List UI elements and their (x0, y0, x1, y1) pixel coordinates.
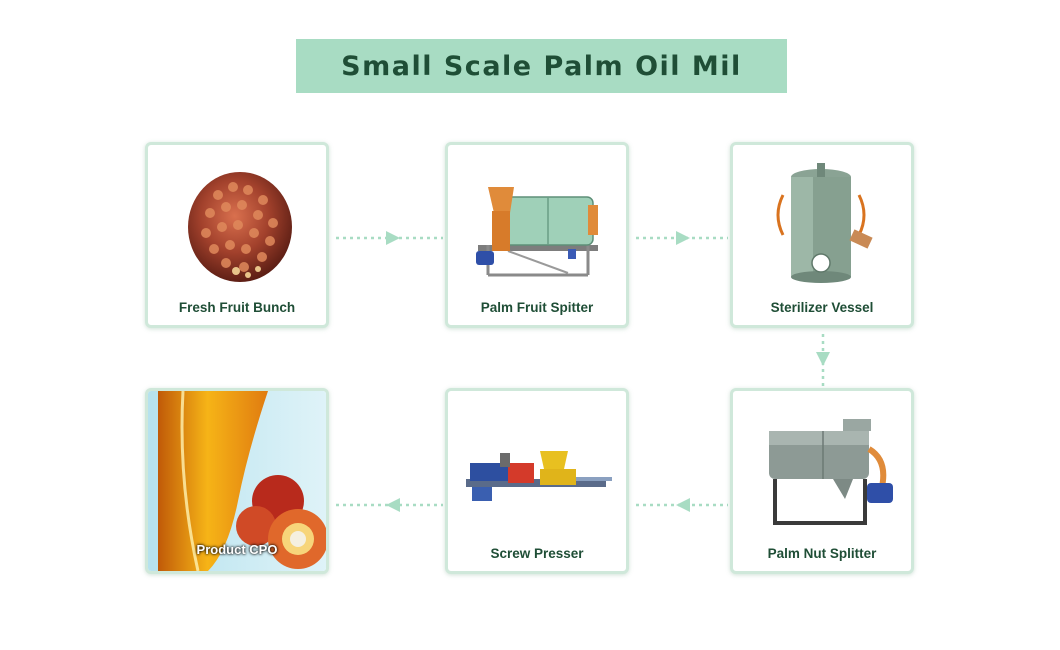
step-label: Product CPO (196, 542, 278, 557)
arrow-nut-splitter-to-presser (636, 498, 728, 512)
step-label: Screw Presser (490, 546, 584, 561)
step-card-screw-presser: Screw Presser (445, 388, 629, 574)
arrow-presser-to-product (336, 498, 443, 512)
palm-oil-product-icon (148, 391, 326, 571)
title-banner: Small Scale Palm Oil Mil (296, 39, 787, 93)
step-card-palm-fruit-spitter: Palm Fruit Spitter (445, 142, 629, 328)
arrow-splitter-to-sterilizer (636, 231, 728, 245)
sterilizer-vessel-icon (776, 163, 873, 283)
step-card-fresh-fruit-bunch: Fresh Fruit Bunch (145, 142, 329, 328)
step-label: Sterilizer Vessel (770, 300, 874, 315)
step-label: Palm Nut Splitter (767, 546, 877, 561)
step-label: Palm Fruit Spitter (480, 300, 594, 315)
step-card-product-cpo: Product CPO (145, 388, 329, 574)
diagram-title: Small Scale Palm Oil Mil (341, 50, 742, 82)
nut-splitter-machine-icon (769, 419, 893, 525)
step-label: Fresh Fruit Bunch (178, 300, 296, 315)
step-card-palm-nut-splitter: Palm Nut Splitter (730, 388, 914, 574)
arrow-sterilizer-to-nut-splitter (816, 334, 830, 386)
fruit-splitter-machine-icon (476, 187, 598, 277)
step-card-sterilizer-vessel: Sterilizer Vessel (730, 142, 914, 328)
screw-presser-icon (466, 451, 612, 501)
arrow-fruit-to-splitter (336, 231, 443, 245)
palm-fruit-bunch-icon (188, 172, 292, 282)
